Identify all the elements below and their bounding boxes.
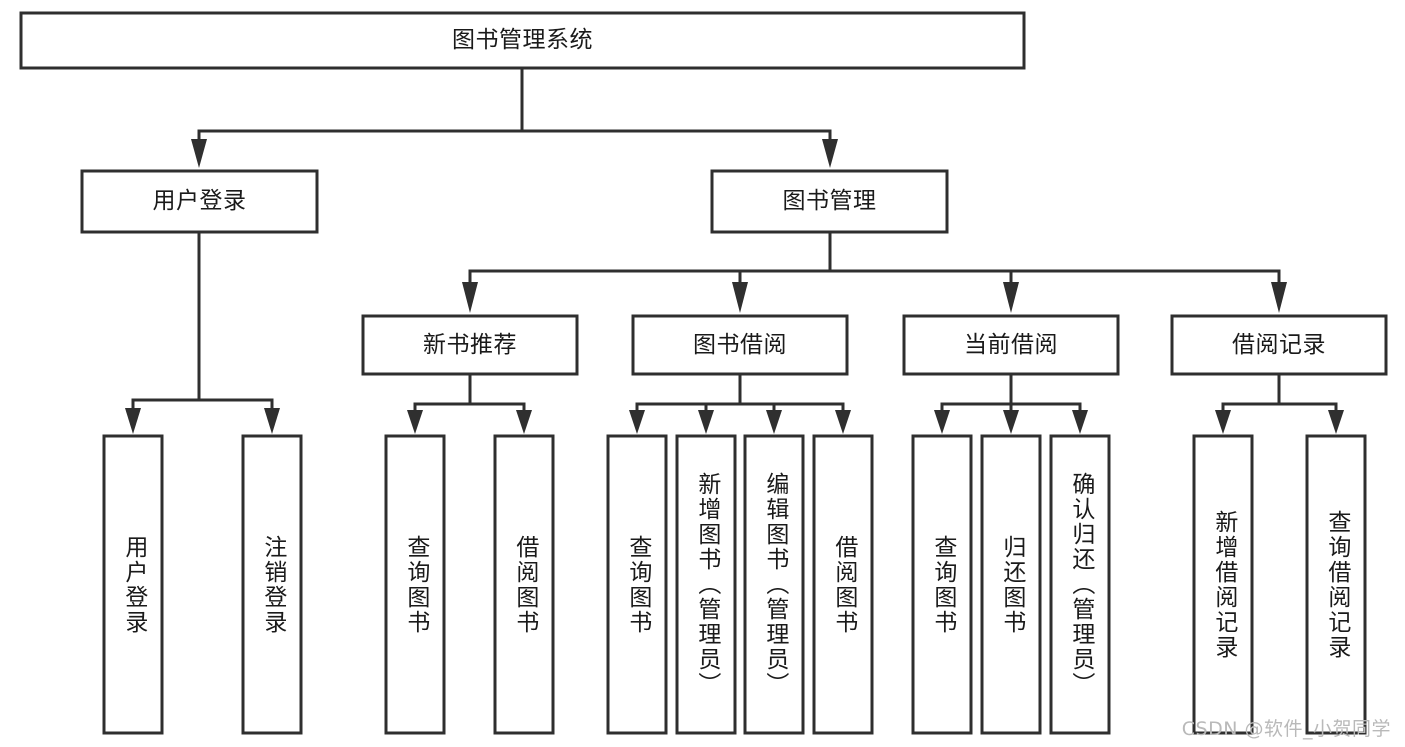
node-borrow-record-box[interactable] — [1170, 314, 1388, 376]
arrow-head-leaf-book-borrow-4 — [835, 410, 851, 434]
leaf-box-user-login-2[interactable] — [241, 434, 303, 735]
arrow-head-leaf-book-borrow-2 — [698, 410, 714, 434]
arrow-head-leaf-borrow-record-1 — [1215, 410, 1231, 434]
arrow-head-borrow-record — [1271, 282, 1287, 313]
node-root-box[interactable] — [19, 11, 1026, 70]
node-book-mgmt-box[interactable] — [710, 169, 949, 234]
leaf-box-new-book-2[interactable] — [493, 434, 555, 735]
arrow-head-book-borrow — [732, 282, 748, 313]
arrow-head-leaf-book-borrow-1 — [629, 410, 645, 434]
leaf-box-borrow-record-2[interactable] — [1305, 434, 1367, 735]
arrow-head-leaf-borrow-record-2 — [1328, 410, 1344, 434]
leaf-box-borrow-record-1[interactable] — [1192, 434, 1254, 735]
leaf-box-current-borrow-3[interactable] — [1049, 434, 1111, 735]
leaf-box-book-borrow-3[interactable] — [743, 434, 805, 735]
arrow-head-user-login — [191, 139, 207, 168]
arrow-head-current-borrow — [1003, 282, 1019, 313]
arrow-head-leaf-current-borrow-1 — [934, 410, 950, 434]
node-user-login-box[interactable] — [80, 169, 319, 234]
node-book-borrow-box[interactable] — [631, 314, 849, 376]
leaf-box-book-borrow-2[interactable] — [675, 434, 737, 735]
node-new-book-recommend-box[interactable] — [361, 314, 579, 376]
arrow-head-new-book-recommend — [462, 282, 478, 313]
csdn-watermark: CSDN @软件_小贺同学 — [1181, 718, 1391, 740]
arrow-head-leaf-current-borrow-3 — [1072, 410, 1088, 434]
arrow-head-leaf-new-book-2 — [516, 410, 532, 434]
leaf-box-user-login-1[interactable] — [102, 434, 164, 735]
arrow-head-leaf-user-login-1 — [125, 408, 141, 434]
leaf-box-current-borrow-2[interactable] — [980, 434, 1042, 735]
arrow-head-book-mgmt — [822, 139, 838, 168]
arrow-head-leaf-current-borrow-2 — [1003, 410, 1019, 434]
arrow-head-leaf-new-book-1 — [407, 410, 423, 434]
arrow-head-leaf-book-borrow-3 — [766, 410, 782, 434]
leaf-box-current-borrow-1[interactable] — [911, 434, 973, 735]
leaf-box-book-borrow-4[interactable] — [812, 434, 874, 735]
leaf-box-book-borrow-1[interactable] — [606, 434, 668, 735]
arrow-head-leaf-user-login-2 — [264, 408, 280, 434]
leaf-box-new-book-1[interactable] — [384, 434, 446, 735]
node-current-borrow-box[interactable] — [902, 314, 1120, 376]
